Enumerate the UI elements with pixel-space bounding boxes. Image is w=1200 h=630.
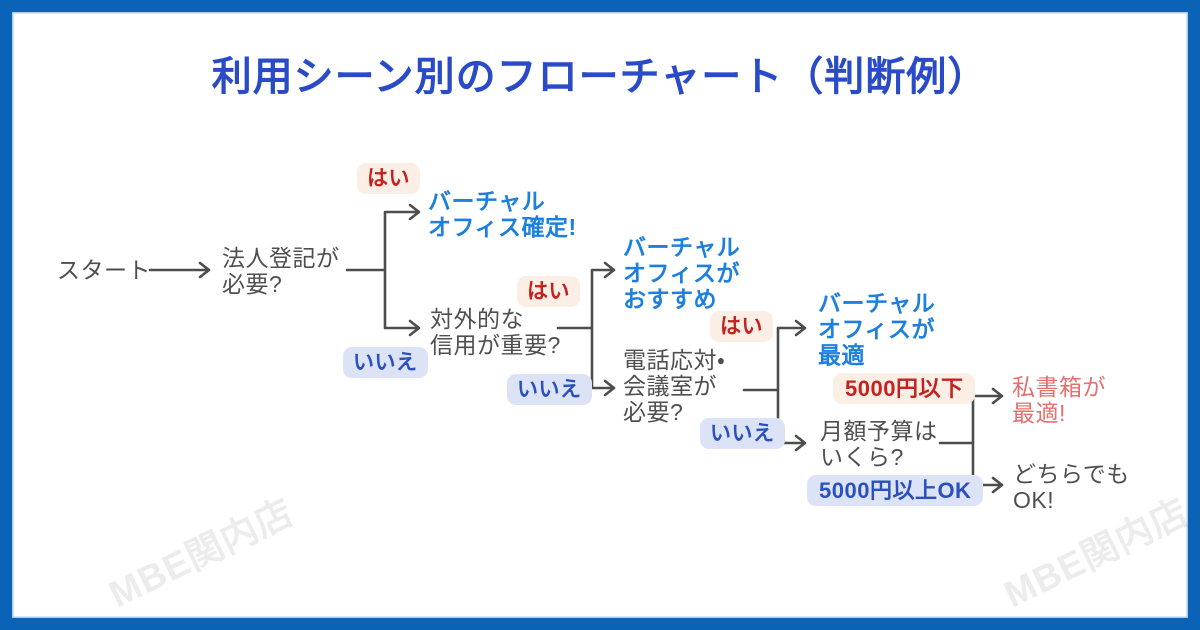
branch-q3 [742,319,807,452]
label-yes-q3: はい [710,311,773,342]
question-corporate-registration: 法人登記が 必要? [222,245,340,297]
branch-q2 [556,261,616,397]
result-virtual-office-recommended: バーチャル オフィスが おすすめ [623,234,741,312]
result-virtual-office-confirmed: バーチャル オフィス確定! [428,188,577,240]
label-no-q2: いいえ [507,374,592,405]
label-no-q3: いいえ [700,418,785,449]
question-phone-meeting-room: 電話応対・ 会議室が 必要? [623,347,726,425]
start-node: スタート [57,257,151,283]
label-under-5000: 5000円以下 [833,373,976,404]
result-virtual-office-best: バーチャル オフィスが 最適 [818,290,936,368]
result-either-ok: どちらでも OK! [1013,461,1130,513]
branch-q1 [345,203,421,337]
arrow-start-to-q1 [148,261,211,279]
label-yes-q1: はい [357,163,420,194]
label-no-q1: いいえ [343,347,428,378]
label-yes-q2: はい [517,276,580,307]
label-over-5000-ok: 5000円以上OK [807,475,984,506]
question-monthly-budget: 月額予算は いくら? [820,418,938,470]
result-po-box-best: 私書箱が 最適! [1012,374,1106,426]
question-external-credibility: 対外的な 信用が重要? [430,306,561,358]
page-title: 利用シーン別のフローチャート（判断例） [211,55,989,99]
branch-q4 [938,387,1004,494]
